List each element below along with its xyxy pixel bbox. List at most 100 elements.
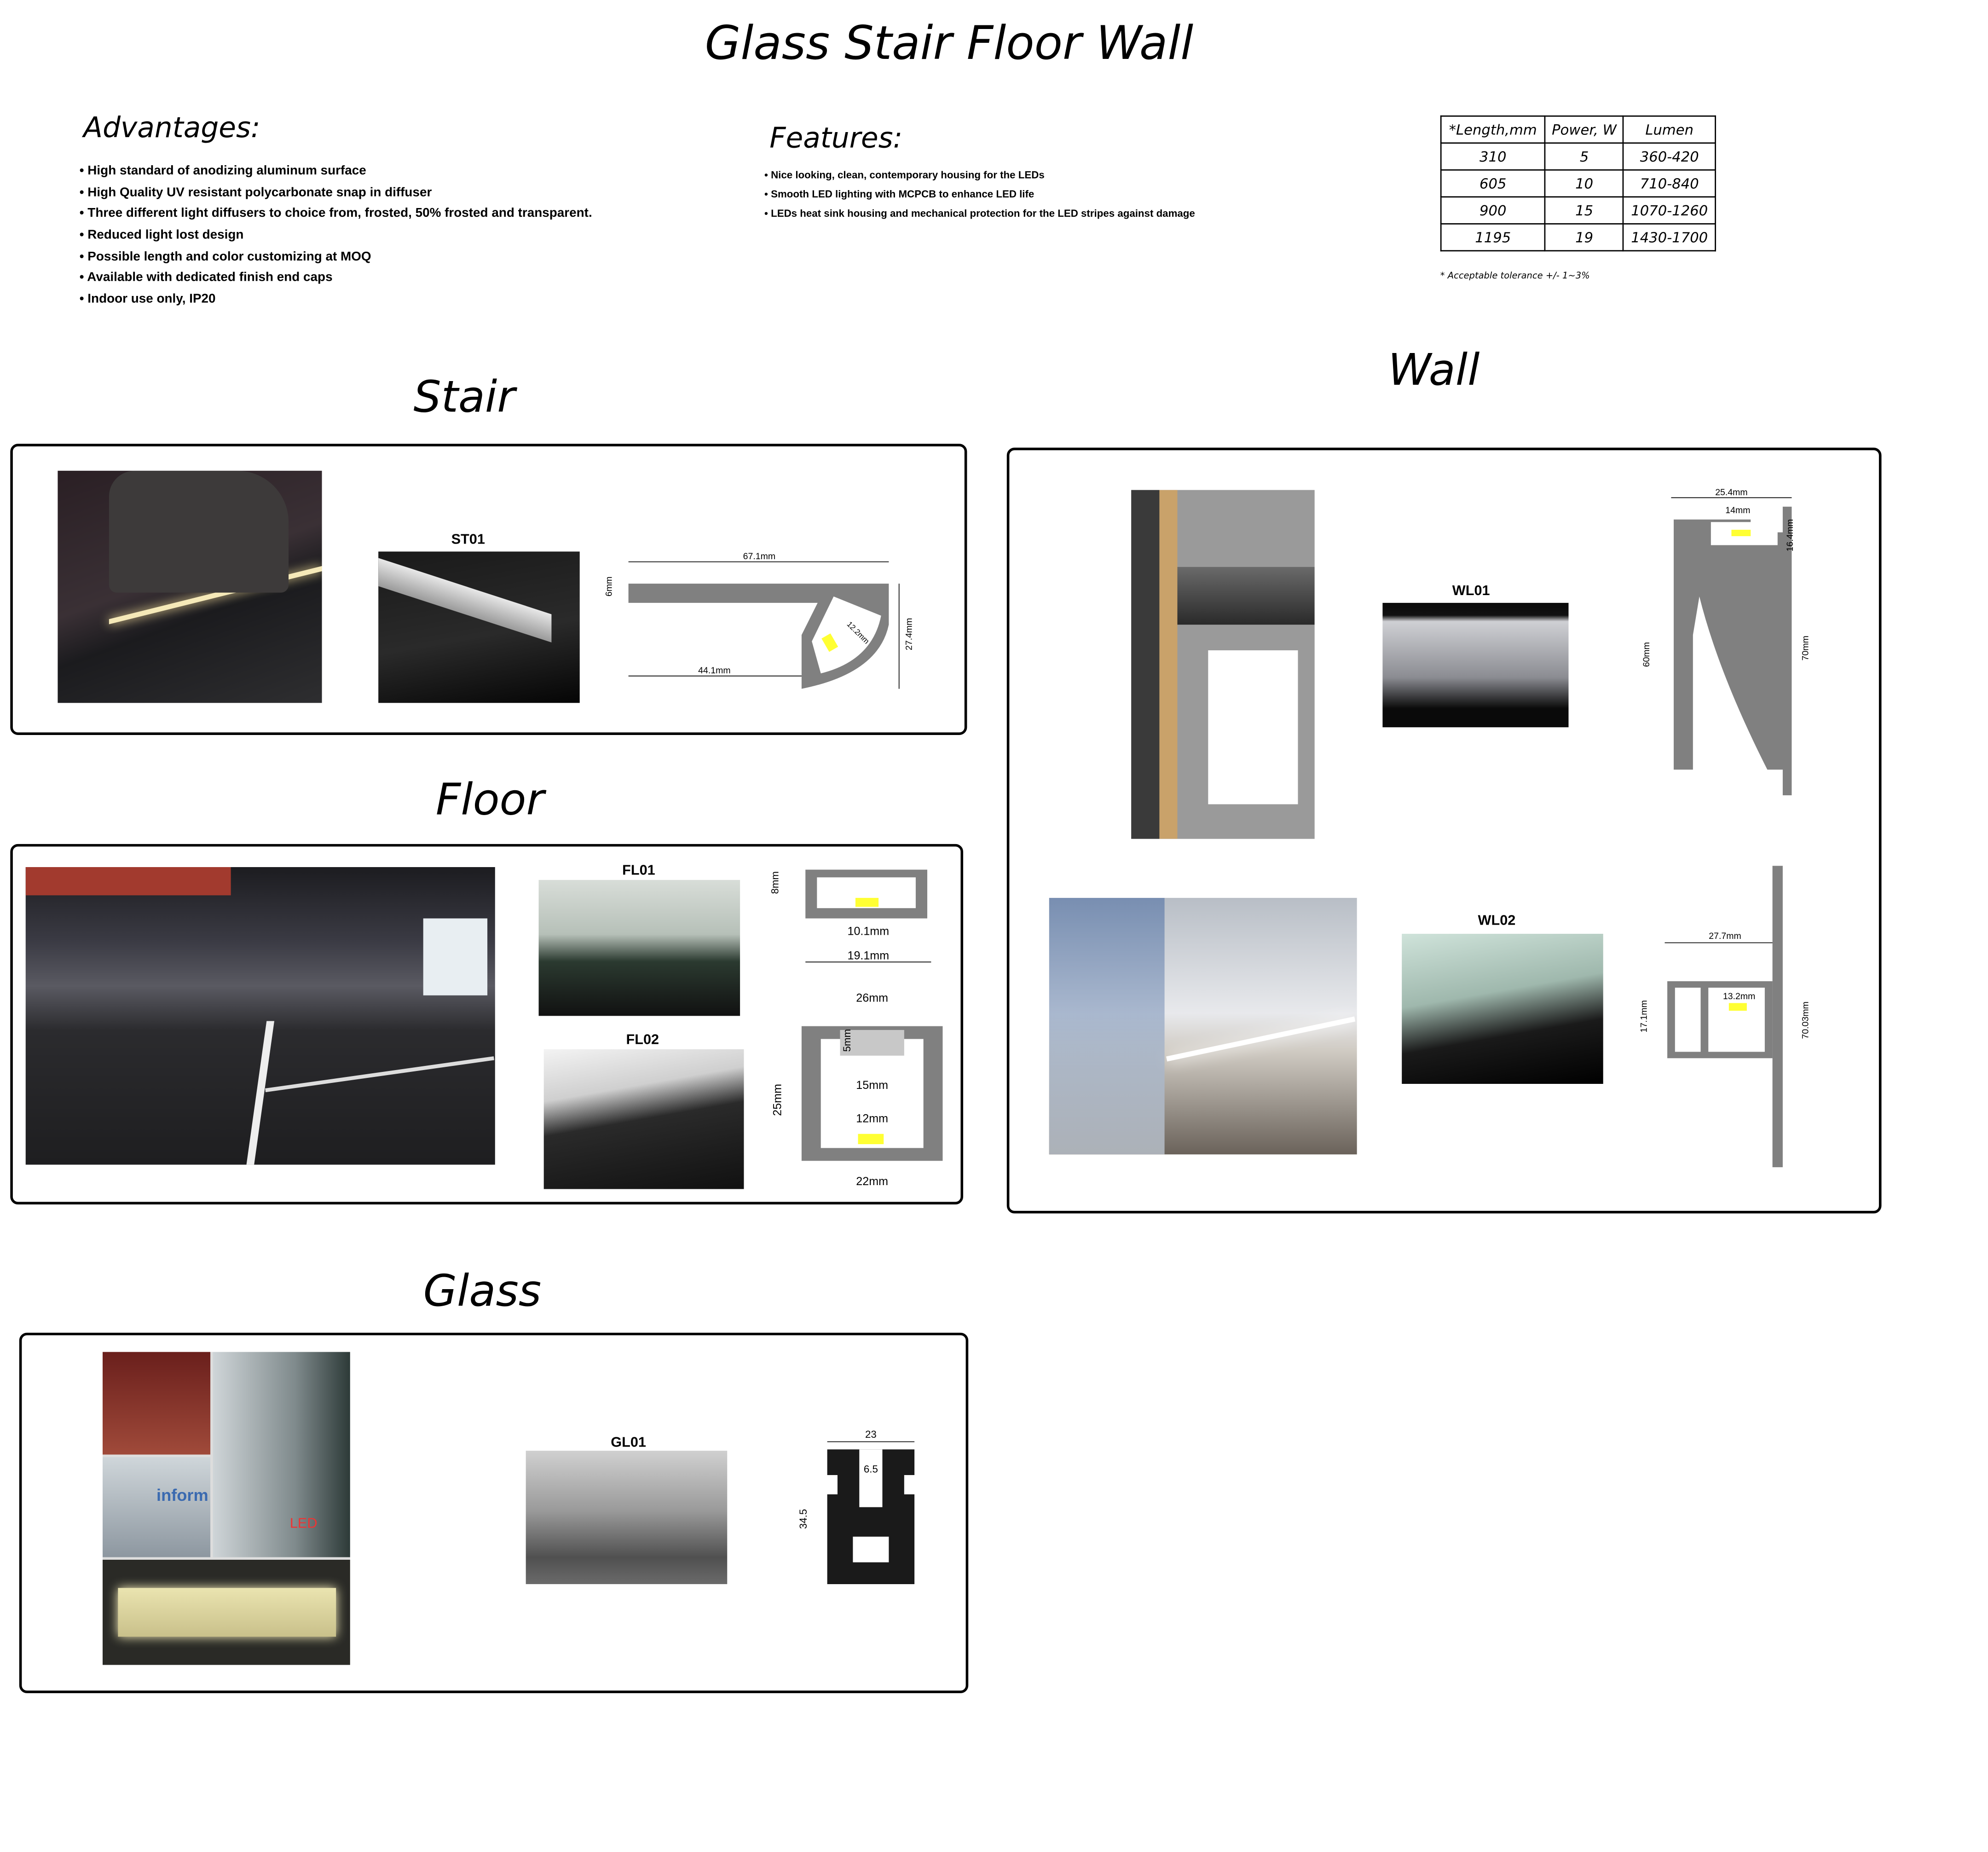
- wl02-diagram: 27.7mm 13.2mm 17.1mm 70.03mm: [1639, 866, 1811, 1168]
- dim-label: 19.1mm: [848, 949, 890, 962]
- floor-light-line: [265, 1056, 494, 1093]
- wall-heading: Wall: [1388, 345, 1480, 397]
- profile-shape: [1177, 567, 1315, 625]
- advantage-item: Three different light diffusers to choic…: [80, 204, 592, 226]
- display-screen: [423, 918, 488, 995]
- cell: 19: [1544, 223, 1624, 252]
- cell: 605: [1440, 169, 1546, 198]
- floor-photo: [25, 867, 495, 1165]
- dim-label: 17.1mm: [1639, 1000, 1649, 1032]
- cell: 900: [1440, 196, 1546, 225]
- features-heading: Features:: [769, 123, 903, 156]
- features-list: Nice looking, clean, contemporary housin…: [764, 166, 1195, 223]
- dim-label: 25.4mm: [1715, 487, 1747, 498]
- dim-label: 60mm: [1641, 642, 1652, 667]
- fl01-label: FL01: [613, 863, 665, 879]
- gl01-photo: [526, 1451, 728, 1584]
- wl02-install-photo: [1049, 897, 1357, 1155]
- table-header-row: *Length,mm Power, W Lumen: [1440, 115, 1716, 144]
- advantage-item: Available with dedicated finish end caps: [80, 269, 592, 290]
- wl02-photo: [1402, 933, 1603, 1084]
- wl01-photo: [1382, 602, 1569, 728]
- glass-glow: [118, 1588, 336, 1637]
- cell: 5: [1544, 142, 1624, 171]
- dim-label: 26mm: [856, 992, 888, 1005]
- wall-board: [1159, 490, 1178, 839]
- cell: 360-420: [1623, 142, 1716, 171]
- fl01-fl02-diagrams: 8mm 10.1mm 19.1mm 26mm 5mm 15mm 12mm 25m…: [769, 869, 943, 1188]
- wl01-diagram: 25.4mm 14mm 16.4mm 60mm 70mm: [1641, 487, 1811, 795]
- cell: 1070-1260: [1623, 196, 1716, 225]
- feature-item: Smooth LED lighting with MCPCB to enhanc…: [764, 185, 1195, 204]
- dim-label: 12mm: [856, 1112, 888, 1125]
- advantage-item: High standard of anodizing aluminum surf…: [80, 162, 592, 183]
- wall-panel-blue: [1049, 897, 1165, 1155]
- dim-label: 27.4mm: [904, 618, 914, 650]
- dim-label: 16.4mm: [1785, 519, 1795, 551]
- photo-text: LED: [289, 1516, 318, 1532]
- advantage-item: Reduced light lost design: [80, 226, 592, 248]
- fl01-photo: [538, 880, 740, 1016]
- dim-label: 44.1mm: [698, 666, 730, 676]
- dim-label: 67.1mm: [743, 551, 775, 561]
- dim-label: 70mm: [1801, 636, 1811, 660]
- dim-label: 8mm: [769, 871, 781, 894]
- cell: 710-840: [1623, 169, 1716, 198]
- feature-item: LEDs heat sink housing and mechanical pr…: [764, 204, 1195, 223]
- st01-diagram: 67.1mm 6mm 12.2mm 27.4mm 44.1mm: [604, 551, 914, 689]
- glass-heading: Glass: [423, 1266, 542, 1318]
- st01-photo: [378, 551, 580, 703]
- photo-text: inform: [156, 1485, 208, 1505]
- dim-label: 13.2mm: [1723, 991, 1755, 1001]
- profile-shape: [378, 558, 552, 642]
- st01-label: ST01: [451, 532, 485, 548]
- advantage-item: Indoor use only, IP20: [80, 290, 592, 312]
- cell: 10: [1544, 169, 1624, 198]
- floor-light-line: [246, 1021, 275, 1165]
- wall-edge: [1131, 490, 1160, 839]
- dim-label: 23: [865, 1429, 877, 1440]
- tolerance-note: * Acceptable tolerance +/- 1~3%: [1440, 271, 1590, 281]
- wl01-install-photo: [1131, 490, 1315, 839]
- profile-drawing: [1208, 650, 1298, 804]
- wl01-label: WL01: [1452, 584, 1490, 599]
- gl01-diagram: 23 6.5 34.5: [798, 1429, 915, 1584]
- wl02-label: WL02: [1478, 913, 1516, 929]
- glass-collage-photo: LED inform: [102, 1352, 350, 1665]
- header-cell: *Length,mm: [1440, 115, 1546, 144]
- collage-tile: [102, 1352, 211, 1455]
- fl02-label: FL02: [618, 1032, 667, 1048]
- advantages-list: High standard of anodizing aluminum surf…: [80, 162, 592, 312]
- floor-heading: Floor: [435, 775, 544, 826]
- advantage-item: High Quality UV resistant polycarbonate …: [80, 183, 592, 205]
- dim-label: 6.5: [864, 1463, 878, 1475]
- header-cell: Lumen: [1623, 115, 1716, 144]
- page-title: Glass Stair Floor Wall: [705, 18, 1194, 71]
- dim-label: 27.7mm: [1709, 931, 1741, 941]
- advantage-item: Possible length and color customizing at…: [80, 247, 592, 269]
- collage-tile: inform: [102, 1457, 211, 1557]
- dim-label: 14mm: [1725, 505, 1750, 515]
- boot-shape: [109, 470, 289, 593]
- fl02-photo: [543, 1049, 744, 1189]
- cell: 310: [1440, 142, 1546, 171]
- feature-item: Nice looking, clean, contemporary housin…: [764, 166, 1195, 185]
- dim-label: 15mm: [856, 1079, 888, 1092]
- dim-label: 5mm: [841, 1029, 853, 1052]
- dim-label: 10.1mm: [848, 925, 890, 938]
- booth-banner: [25, 867, 231, 896]
- header-cell: Power, W: [1544, 115, 1624, 144]
- wall-light-line: [1166, 1016, 1356, 1062]
- stair-photo: [58, 470, 322, 703]
- dim-label: 25mm: [771, 1084, 784, 1116]
- dim-label: 6mm: [604, 577, 614, 596]
- stair-heading: Stair: [413, 372, 515, 423]
- dim-label: 70.03mm: [1801, 1001, 1811, 1039]
- dim-label: 22mm: [856, 1175, 888, 1188]
- cell: 1195: [1440, 223, 1546, 252]
- cell: 15: [1544, 196, 1624, 225]
- collage-tile: LED: [213, 1352, 350, 1557]
